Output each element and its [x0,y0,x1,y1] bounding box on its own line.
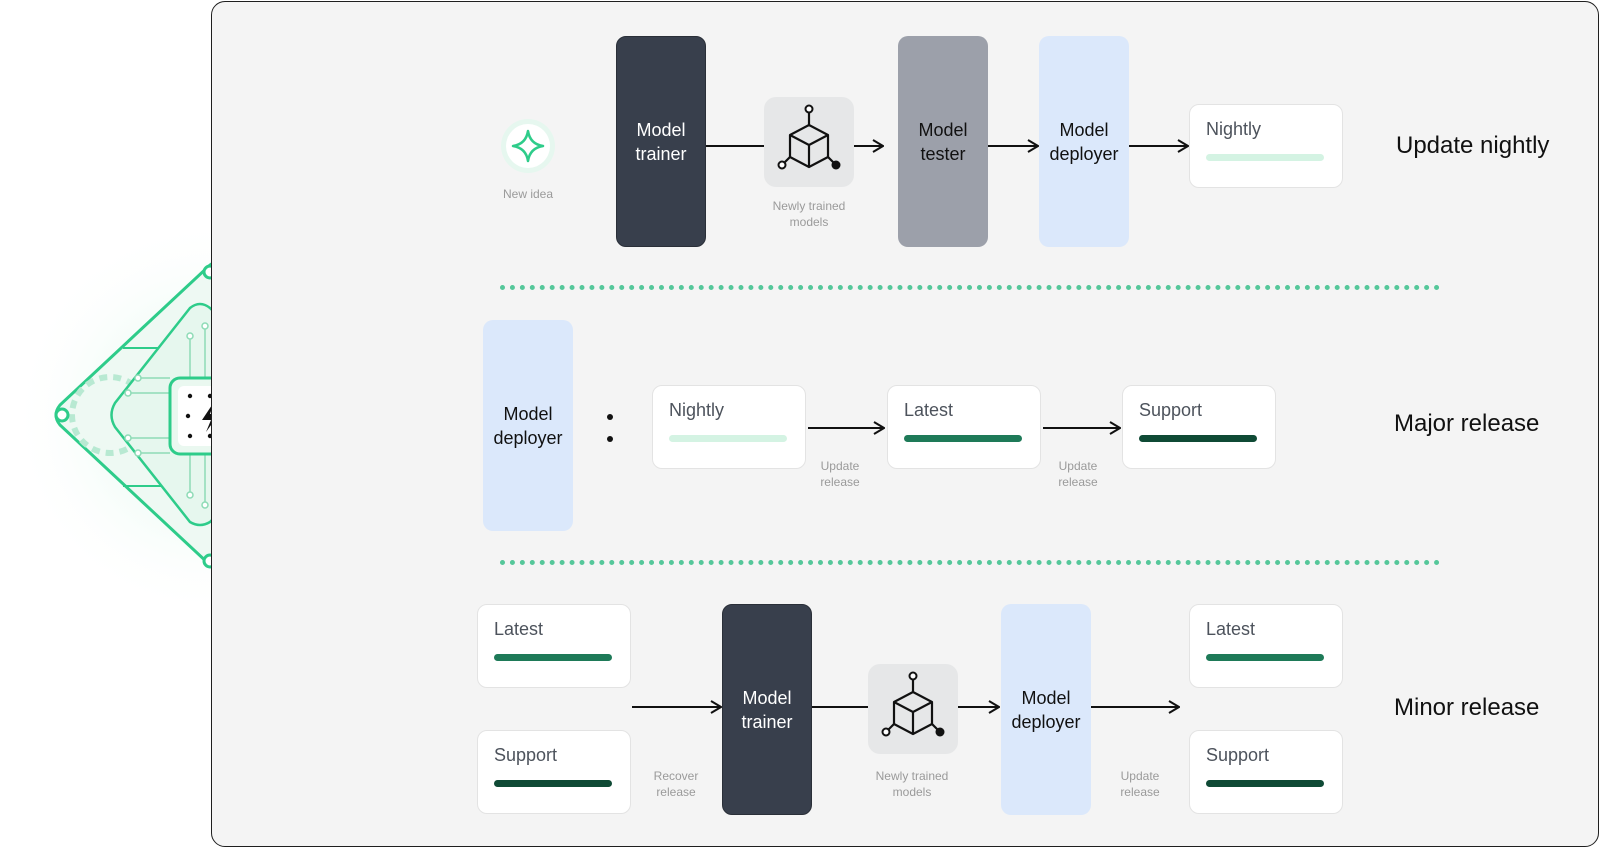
model-deployer-block: Model deployer [483,320,573,531]
newly-trained-models-caption: Newly trained models [772,199,846,229]
latest-bar [1206,654,1324,661]
model-trainer-block: Model trainer [616,36,706,247]
sparkle-icon [500,118,556,174]
model-tester-block: Model tester [898,36,988,247]
latest-card: Latest [1189,604,1343,688]
latest-card: Latest [887,385,1041,469]
card-label: Support [1139,400,1203,420]
model-cube-icon [868,664,958,754]
card-label: Latest [904,400,954,420]
card-label: Latest [494,619,544,639]
section-title-update-nightly: Update nightly [1396,132,1550,159]
section-title-minor-release: Minor release [1394,694,1540,721]
nightly-card: Nightly [652,385,806,469]
support-bar [494,780,612,787]
nightly-bar [1206,154,1324,161]
card-label: Nightly [669,400,725,420]
update-release-caption: Update release [1058,459,1098,489]
model-deployer-block: Model deployer [1039,36,1129,247]
support-bar [1206,780,1324,787]
latest-card: Latest [477,604,631,688]
section-title-major-release: Major release [1394,410,1540,437]
support-card: Support [1189,730,1343,814]
section-divider [500,285,1440,290]
model-deployer-block: Model deployer [1001,604,1091,815]
model-trainer-block: Model trainer [722,604,812,815]
model-cube-icon [764,97,854,187]
section-divider [500,560,1440,565]
support-bar [1139,435,1257,442]
recover-release-caption: Recover release [653,769,699,799]
card-label: Support [494,745,558,765]
new-idea-caption: New idea [502,187,554,201]
update-release-caption: Update release [1120,769,1160,799]
support-card: Support [1122,385,1276,469]
latest-bar [494,654,612,661]
support-card: Support [477,730,631,814]
newly-trained-models-caption: Newly trained models [875,769,949,799]
card-label: Nightly [1206,119,1262,139]
latest-bar [904,435,1022,442]
nightly-card: Nightly [1189,104,1343,188]
card-label: Latest [1206,619,1256,639]
colon-separator [607,414,613,444]
nightly-bar [669,435,787,442]
update-release-caption: Update release [820,459,860,489]
card-label: Support [1206,745,1270,765]
